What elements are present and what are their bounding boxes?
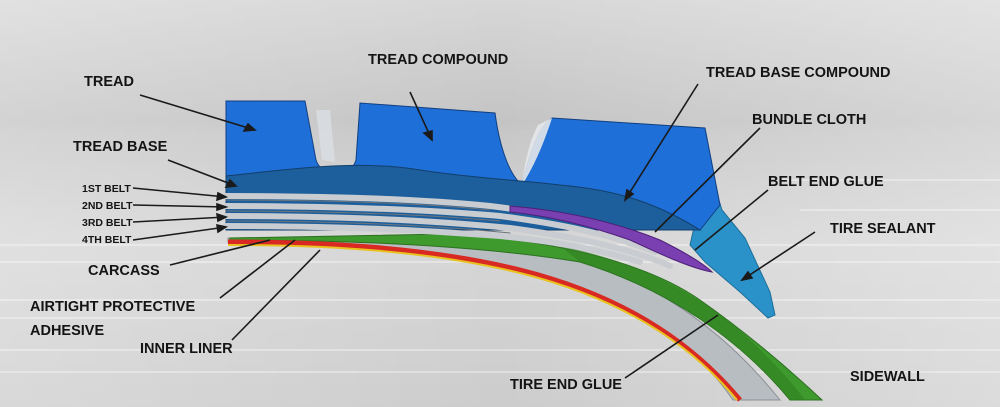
belt-end-glue bbox=[509, 205, 714, 273]
label-belt-2: 2ND BELT bbox=[82, 200, 133, 212]
belt-3-layer bbox=[223, 213, 673, 269]
leader-inner-liner bbox=[231, 249, 321, 341]
arrowhead-belt-1 bbox=[216, 191, 229, 202]
arrowhead-belt-2 bbox=[216, 202, 229, 212]
tread-base bbox=[225, 164, 702, 231]
label-inner-liner: INNER LINER bbox=[140, 341, 233, 357]
arrowhead-tread-base-compound bbox=[623, 188, 635, 202]
leader-carcass bbox=[169, 239, 271, 266]
leader-tread bbox=[139, 94, 256, 131]
leader-belt-4 bbox=[132, 226, 227, 241]
label-tread-compound: TREAD COMPOUND bbox=[368, 52, 509, 68]
arrowhead-belt-3 bbox=[216, 212, 229, 223]
sidewall-shade bbox=[560, 246, 805, 400]
leader-belt-end-glue bbox=[694, 189, 769, 251]
leader-belt-3 bbox=[132, 216, 227, 223]
label-belt-end-glue: BELT END GLUE bbox=[768, 174, 884, 190]
leader-belt-1 bbox=[132, 187, 227, 198]
label-tread: TREAD bbox=[84, 74, 134, 90]
leader-tire-end-glue bbox=[624, 314, 719, 379]
inner-liner-yellow bbox=[227, 244, 738, 401]
arrowhead-tread bbox=[242, 122, 257, 132]
label-tread-base-compound: TREAD BASE COMPOUND bbox=[706, 65, 891, 81]
label-bundle-cloth: BUNDLE CLOTH bbox=[752, 112, 867, 128]
label-belt-3: 3RD BELT bbox=[82, 217, 133, 229]
groove-left bbox=[316, 110, 335, 162]
background-streaks bbox=[0, 179, 1000, 373]
arrowhead-tire-sealant bbox=[740, 270, 754, 282]
arrowhead-tread-base bbox=[224, 178, 238, 188]
leader-lines bbox=[132, 83, 816, 379]
arrowhead-tread-compound bbox=[422, 129, 433, 142]
label-tire-sealant: TIRE SEALANT bbox=[830, 221, 936, 237]
label-tire-end-glue: TIRE END GLUE bbox=[510, 377, 622, 393]
leader-airtight bbox=[219, 239, 296, 299]
belt-outline bbox=[225, 199, 511, 234]
leader-belt-2 bbox=[132, 204, 227, 208]
belt-2-layer bbox=[223, 203, 658, 255]
inner-liner-red bbox=[227, 239, 742, 402]
label-airtight-protective: AIRTIGHT PROTECTIVE bbox=[30, 299, 196, 315]
groove-right bbox=[522, 118, 552, 185]
label-belt-1: 1ST BELT bbox=[82, 183, 131, 195]
label-tread-base: TREAD BASE bbox=[73, 139, 168, 155]
label-belt-4: 4TH BELT bbox=[82, 234, 132, 246]
label-sidewall: SIDEWALL bbox=[850, 369, 925, 385]
label-adhesive: ADHESIVE bbox=[30, 323, 105, 339]
arrowhead-belt-4 bbox=[216, 223, 229, 234]
leader-tread-base bbox=[167, 159, 237, 187]
label-carcass: CARCASS bbox=[88, 263, 160, 279]
belt-4-layer bbox=[223, 223, 643, 265]
leader-tire-sealant bbox=[741, 231, 816, 281]
leader-bundle-cloth bbox=[654, 127, 761, 233]
leader-tread-base-compound bbox=[624, 83, 699, 201]
